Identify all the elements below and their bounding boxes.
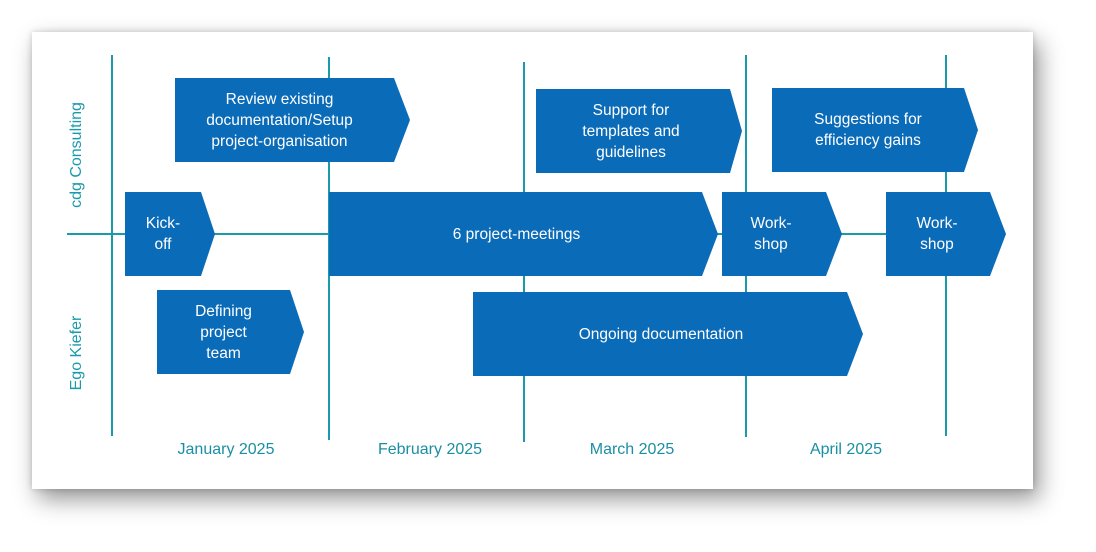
activity-project-meetings: 6 project-meetings [329,192,718,276]
activity-kickoff: Kick- off [125,192,215,276]
month-label-february: February 2025 [377,441,483,458]
month-divider [111,55,113,436]
activity-label: Suggestions for efficiency gains [814,111,922,149]
activity-workshop-april: Work- shop [886,192,1006,276]
activity-label: Review existing documentation/Setup proj… [206,90,353,150]
activity-suggestions: Suggestions for efficiency gains [772,88,978,172]
activity-label: 6 project-meetings [452,225,581,243]
activity-label: Work- shop [916,215,958,253]
activity-label: Work- shop [750,215,792,253]
activity-support-templates: Support for templates and guidelines [536,89,742,173]
activity-label: Ongoing documentation [578,325,744,343]
activity-defining-team: Defining project team [157,290,304,374]
lane-label-cdg-consulting: cdg Consulting [68,102,85,208]
activity-ongoing-documentation: Ongoing documentation [473,292,863,376]
activity-label: Support for templates and guidelines [582,101,680,161]
month-label-january: January 2025 [177,441,275,458]
lane-label-ego-kiefer: Ego Kiefer [68,315,85,391]
month-label-april: April 2025 [809,441,883,458]
activity-review-documentation: Review existing documentation/Setup proj… [175,78,410,162]
activity-label: Kick- off [145,215,181,253]
month-label-march: March 2025 [589,441,675,458]
activity-workshop-march: Work- shop [722,192,842,276]
activity-label: Defining project team [195,302,252,362]
